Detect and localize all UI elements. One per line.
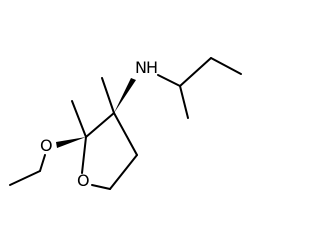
bond-ethyl-terminal <box>210 57 242 75</box>
nitrogen-label: N <box>135 58 147 77</box>
wedge-bond-c2-ether-oxygen <box>56 137 86 148</box>
bond-c3-c4 <box>113 112 138 156</box>
bond-ethoxy-ch2-ch3 <box>9 170 41 186</box>
bond-c2-methyl <box>71 100 87 138</box>
structure-diagram: N H O O <box>9 57 242 190</box>
bond-c4-c5 <box>109 154 138 190</box>
bond-methine-methyl <box>179 85 189 119</box>
hydrogen-label: H <box>146 58 158 77</box>
bond-ether-oxygen-ch2 <box>39 154 46 172</box>
bond-ring-oxygen-c2 <box>81 136 87 174</box>
bond-ethyl-ch2 <box>179 57 212 87</box>
wedge-bond-c3-nitrogen <box>114 78 136 113</box>
bond-c3-methyl <box>101 77 115 114</box>
bond-methine-nitrogen <box>157 74 181 87</box>
ring-oxygen-label: O <box>77 171 90 190</box>
bond-c3-c2 <box>85 112 115 138</box>
ether-oxygen-label: O <box>40 136 53 155</box>
bond-c5-ring-oxygen <box>91 184 111 190</box>
